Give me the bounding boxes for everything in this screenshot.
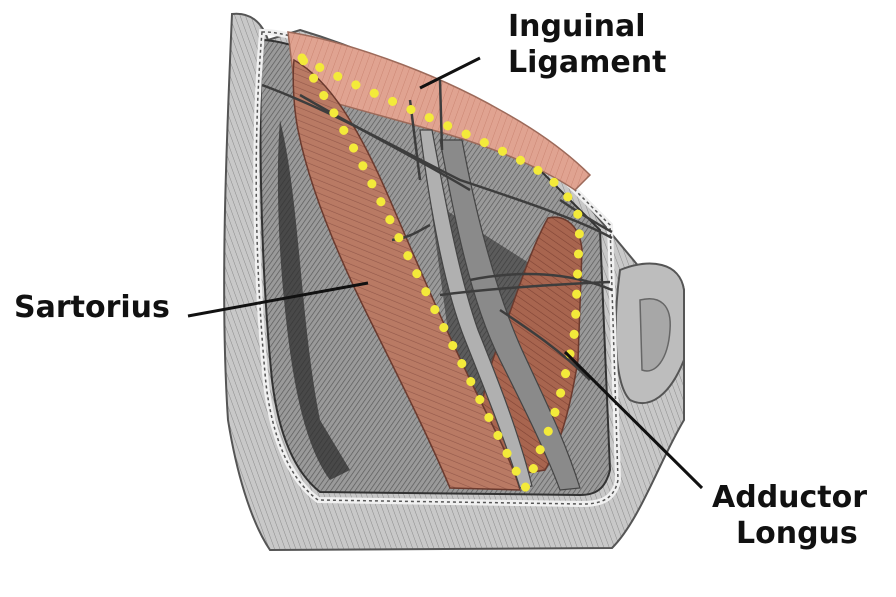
femoral-artery [419, 129, 533, 489]
sartorius-label-text: Sartorius [14, 290, 170, 325]
sartorius-label: Sartorius [14, 290, 170, 326]
adductor-leader-line [563, 350, 704, 490]
inguinal-ligament [287, 31, 592, 191]
right-skin-fold-inner [639, 298, 671, 372]
adductor-label-line2: Longus [736, 516, 858, 551]
inguinal-leader-line [419, 56, 481, 90]
left-deep-shadow [277, 120, 350, 480]
sartorius-muscle [292, 58, 521, 491]
inguinal-ligament-label: Inguinal Ligament [508, 9, 666, 81]
adductor-longus-label: Adductor Longus [712, 480, 867, 552]
adductor-label-line1: Adductor [712, 480, 868, 515]
inguinal-label-line2: Ligament [508, 45, 667, 80]
femoral-vein [439, 139, 581, 491]
sartorius-leader-line [187, 281, 369, 318]
femoral-triangle-outline [290, 46, 585, 498]
inguinal-label-line1: Inguinal [508, 9, 646, 44]
